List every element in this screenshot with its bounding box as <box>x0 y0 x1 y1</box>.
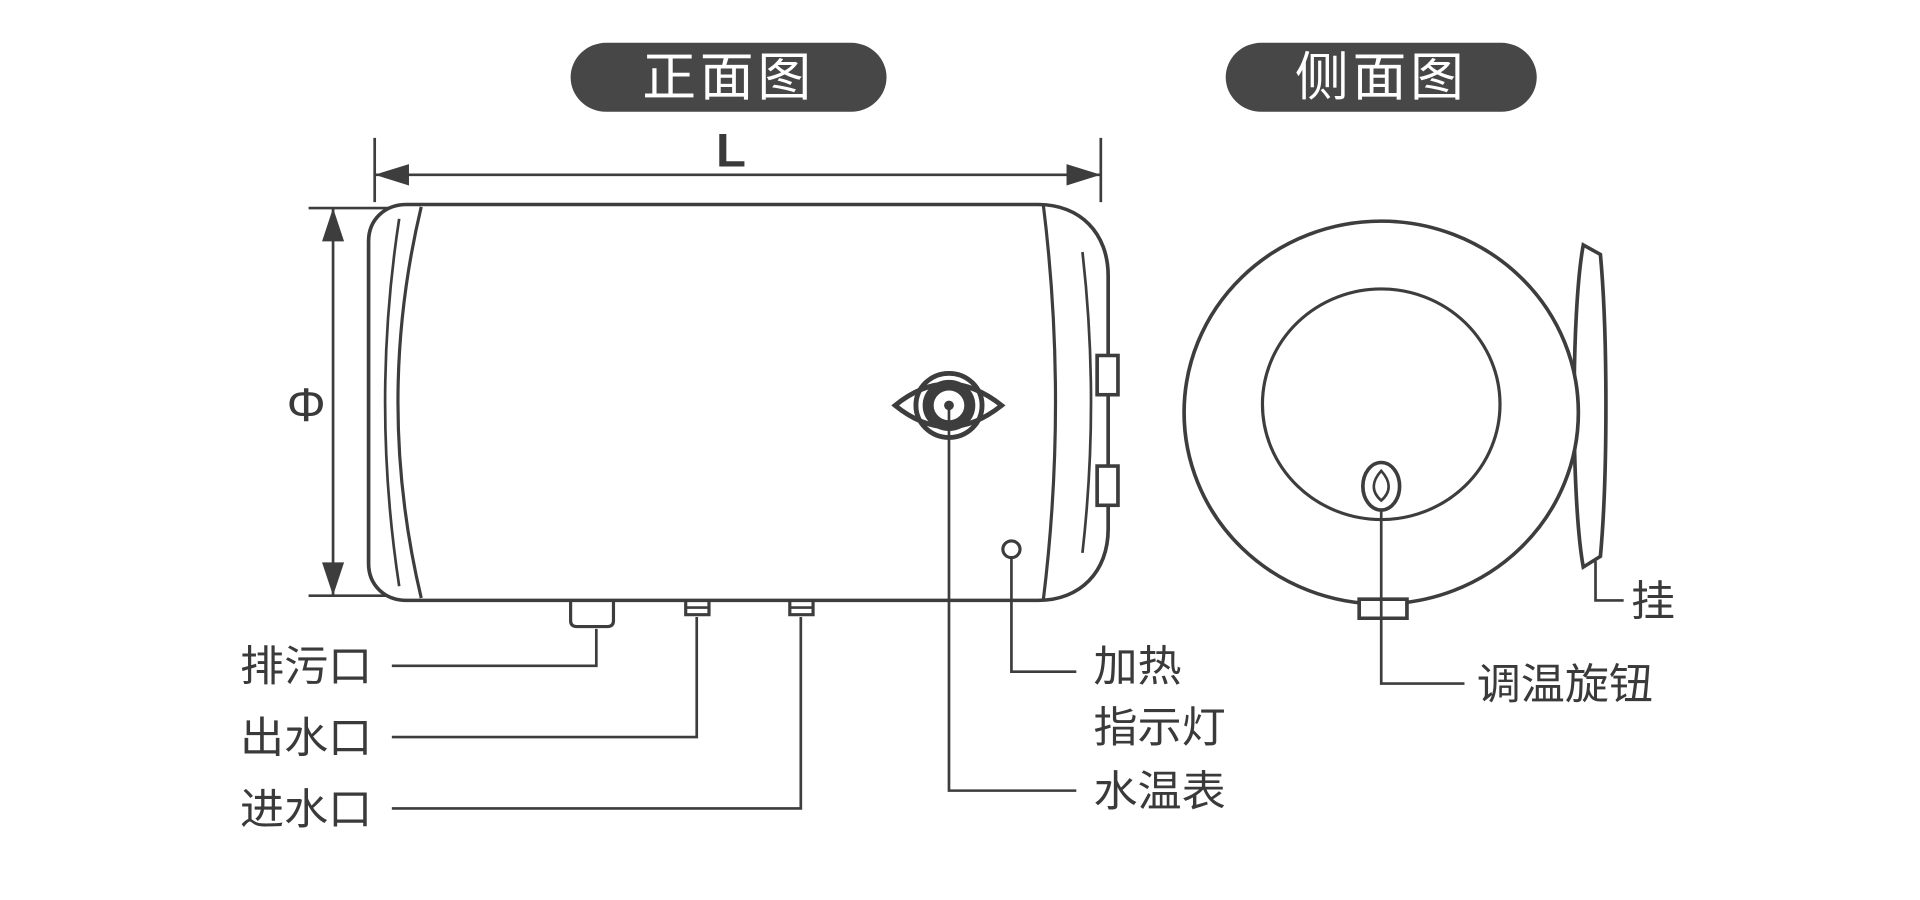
gauge-eye-outline <box>891 381 1006 430</box>
bottom-foot-bracket <box>1357 597 1409 621</box>
gauge-leader-line <box>947 405 1077 792</box>
front-view-badge-pill <box>570 42 887 112</box>
side-view-badge-label: 侧面图 <box>1295 49 1468 107</box>
drain-label: 排污口 <box>240 644 372 691</box>
bottom-pipes <box>569 600 815 629</box>
drain-pipe <box>569 600 616 629</box>
temperature-knob <box>1361 460 1402 512</box>
side-view: 调温旋钮 挂 <box>1182 219 1675 709</box>
tank-outline <box>366 202 1110 603</box>
tank-right-cap-seam <box>1041 204 1058 601</box>
temperature-gauge-label: 水温表 <box>1093 769 1225 816</box>
front-view-badge-label: 正面图 <box>642 49 815 107</box>
diameter-dimension-label: Φ <box>287 379 326 432</box>
wall-mount-plate <box>1572 242 1608 571</box>
side-view-badge: 侧面图 <box>1225 42 1537 112</box>
inlet-leader-line <box>391 617 803 810</box>
tank-left-cap-seam-outer <box>396 206 423 599</box>
knob-pointer-icon <box>1372 468 1390 503</box>
length-dimension: L <box>373 124 1103 203</box>
diameter-arrow-top-icon <box>322 208 345 242</box>
outlet-leader-line <box>391 617 699 739</box>
heating-indicator-light <box>1001 539 1022 560</box>
mount-tab-bottom <box>1095 464 1120 508</box>
heating-indicator-label-line1: 加热 <box>1093 644 1181 691</box>
tank-body <box>366 202 1120 603</box>
knob-leader-line <box>1379 510 1465 685</box>
mount-tab-top <box>1095 353 1120 397</box>
tank-left-cap-seam-inner <box>383 218 401 587</box>
inlet-label: 进水口 <box>240 786 372 833</box>
side-view-badge-pill <box>1225 42 1537 112</box>
diameter-arrow-bottom-icon <box>322 562 345 596</box>
outlet-label: 出水口 <box>240 715 372 762</box>
tank-right-cap-arc <box>1081 251 1093 553</box>
front-view-badge: 正面图 <box>570 42 887 112</box>
front-view: L Φ <box>240 124 1226 834</box>
temperature-knob-label: 调温旋钮 <box>1477 662 1653 709</box>
hanger-leader-line <box>1594 561 1624 602</box>
length-arrow-left-icon <box>374 164 409 186</box>
hanger-label: 挂 <box>1631 578 1675 625</box>
heating-indicator-label-line2: 指示灯 <box>1093 704 1225 751</box>
heating-indicator-leader-line <box>1010 558 1077 674</box>
drain-leader-line <box>391 628 598 668</box>
diameter-dimension: Φ <box>287 206 395 597</box>
length-arrow-right-icon <box>1066 164 1101 186</box>
length-dimension-label: L <box>716 124 746 177</box>
